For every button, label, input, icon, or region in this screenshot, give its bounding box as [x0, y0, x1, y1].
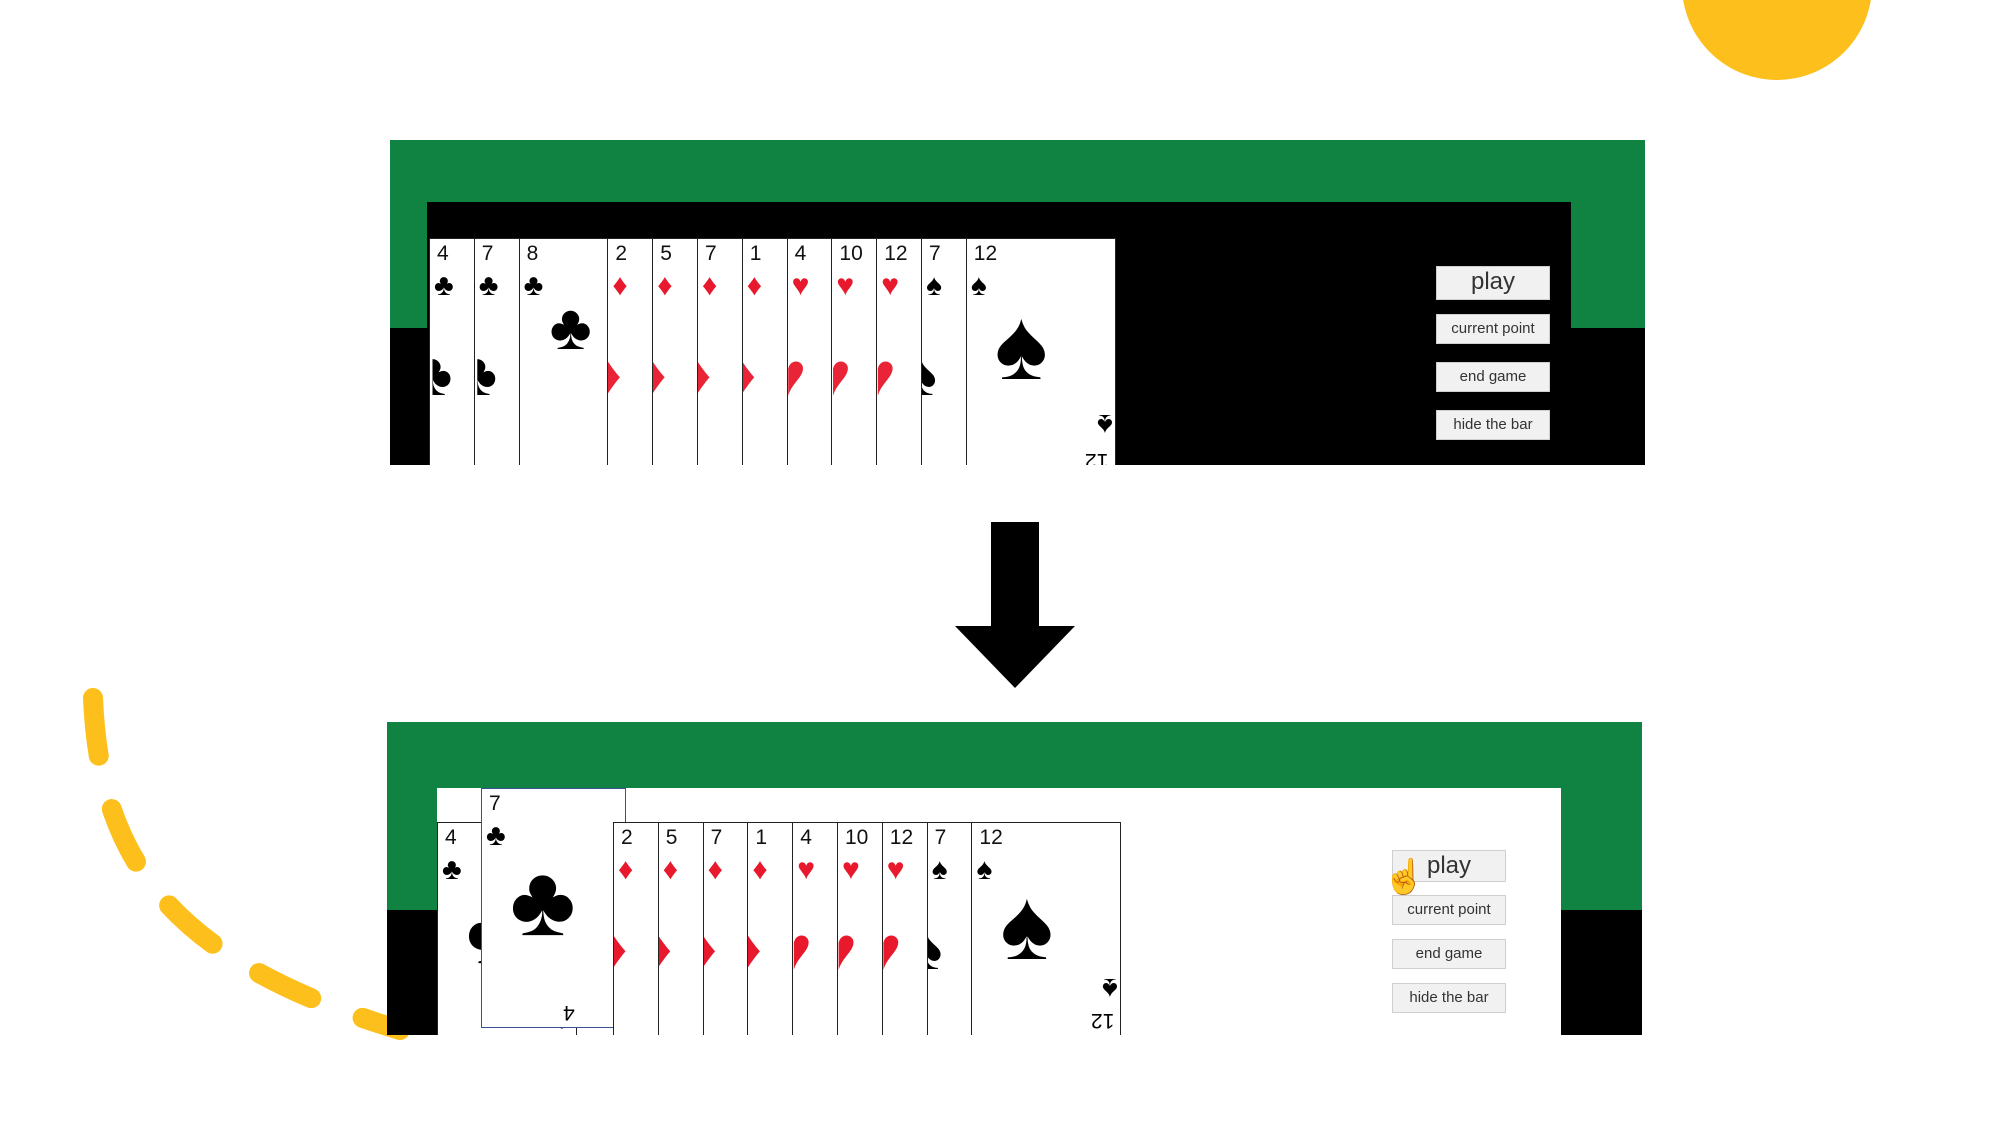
- card-rank: 4: [445, 826, 457, 849]
- card-center-suit-icon: ♦: [608, 345, 621, 405]
- selected-card[interactable]: 7 ♣♣ 4: [481, 788, 626, 1028]
- card-suit-icon: ♥: [842, 853, 860, 886]
- card-suit-icon: ♦: [657, 269, 673, 302]
- card-rank: 10: [839, 242, 863, 265]
- card-center-suit-icon: ♥: [883, 919, 901, 979]
- card-suit-icon: ♦: [746, 269, 763, 302]
- card-center-suit-icon: ♦: [743, 345, 756, 405]
- card-center-suit-icon: ♥: [788, 345, 806, 405]
- card-center-suit-icon: ♦: [653, 345, 666, 405]
- card-suit-icon: ♦: [707, 853, 723, 886]
- card-rank: 2: [615, 242, 628, 265]
- card-rank: 7: [934, 826, 947, 849]
- after-screenshot: 4♣♣♣42♦♦5♦♦7♦♦1♦♦4♥♥10♥♥12♥♥7♠♠12♠♠♠127♣…: [387, 722, 1642, 1035]
- card-center-suit-icon: ♥: [878, 345, 896, 405]
- down-arrow-icon: [955, 522, 1075, 688]
- card-rank: 4: [563, 1001, 575, 1024]
- card-rank: 1: [749, 242, 762, 265]
- card-rank: 2: [621, 826, 633, 849]
- card-rank: 4: [437, 242, 449, 265]
- card-center-suit-icon: ♣: [477, 345, 497, 405]
- card-rank: 7: [705, 242, 717, 265]
- end-game-button[interactable]: end game: [1392, 939, 1506, 969]
- card-suit-icon: ♦: [662, 853, 679, 886]
- hide-bar-button[interactable]: hide the bar: [1392, 983, 1506, 1013]
- card-center-suit-icon: ♣: [433, 345, 453, 405]
- hand-area: 4♣♣7♣♣8♣♣2♦♦5♦♦7♦♦1♦♦4♥♥10♥♥12♥♥7♠♠12♠♠♠…: [427, 202, 1571, 465]
- card-suit-icon: ♠: [1096, 408, 1113, 441]
- card-suit-icon: ♠: [926, 269, 942, 302]
- card-center-suit-icon: ♦: [659, 919, 672, 979]
- card-suit-icon: ♦: [702, 269, 718, 302]
- card-rank: 12: [889, 826, 914, 849]
- hand-area: 4♣♣♣42♦♦5♦♦7♦♦1♦♦4♥♥10♥♥12♥♥7♠♠12♠♠♠127♣…: [437, 788, 1561, 1035]
- card-center-suit-icon: ♥: [839, 919, 857, 979]
- play-button[interactable]: play: [1436, 266, 1550, 300]
- current-point-button[interactable]: current point: [1392, 895, 1506, 925]
- card-center-suit-icon: ♦: [698, 345, 711, 405]
- card-rank: 12: [1091, 1009, 1115, 1032]
- card-center-suit-icon: ♠: [922, 345, 937, 405]
- card-rank: 1: [755, 826, 768, 849]
- hide-bar-button[interactable]: hide the bar: [1436, 410, 1550, 440]
- card-center-suit-icon: ♥: [794, 919, 812, 979]
- card-suit-icon: ♥: [881, 269, 899, 302]
- play-button[interactable]: play: [1392, 850, 1506, 882]
- card-rank: 4: [800, 826, 812, 849]
- hand-pointer-icon: ☝: [1383, 858, 1426, 896]
- card-rank: 5: [665, 826, 678, 849]
- card-rank: 7: [929, 242, 941, 265]
- card-suit-icon: ♥: [797, 853, 815, 886]
- card-center-suit-icon: ♣: [549, 291, 592, 363]
- card-rank: 7: [489, 792, 501, 815]
- card-suit-icon: ♥: [791, 269, 810, 302]
- card-rank: 7: [710, 826, 723, 849]
- card-center-suit-icon: ♠: [1000, 869, 1054, 981]
- card-rank: 10: [845, 826, 869, 849]
- current-point-button[interactable]: current point: [1436, 314, 1550, 344]
- card-center-suit-icon: ♦: [614, 919, 627, 979]
- card-suit-icon: ♥: [886, 853, 905, 886]
- card-suit-icon: ♣: [442, 853, 462, 886]
- card-suit-icon: ♣: [478, 269, 499, 302]
- card-center-suit-icon: ♠: [928, 919, 943, 979]
- card-suit-icon: ♦: [752, 853, 768, 886]
- before-screenshot: 4♣♣7♣♣8♣♣2♦♦5♦♦7♦♦1♦♦4♥♥10♥♥12♥♥7♠♠12♠♠♠…: [390, 140, 1645, 465]
- card-rank: 5: [660, 242, 672, 265]
- card-suit-icon: ♣: [523, 269, 544, 302]
- card-center-suit-icon: ♣: [510, 845, 576, 957]
- playing-card[interactable]: 12♠♠♠12: [971, 822, 1122, 1035]
- card-center-suit-icon: ♥: [833, 345, 851, 405]
- card-rank: 12: [973, 242, 998, 265]
- end-game-button[interactable]: end game: [1436, 362, 1550, 392]
- card-suit-icon: ♠: [970, 269, 987, 302]
- card-center-suit-icon: ♦: [704, 919, 717, 979]
- card-suit-icon: ♦: [618, 853, 634, 886]
- card-rank: 4: [794, 242, 807, 265]
- card-suit-icon: ♠: [976, 853, 993, 886]
- card-suit-icon: ♦: [612, 269, 628, 302]
- card-suit-icon: ♠: [931, 853, 948, 886]
- card-center-suit-icon: ♠: [994, 289, 1048, 401]
- card-rank: 12: [1085, 449, 1109, 465]
- card-rank: 7: [481, 242, 494, 265]
- card-center-suit-icon: ♦: [748, 919, 761, 979]
- card-suit-icon: ♥: [836, 269, 855, 302]
- card-rank: 12: [979, 826, 1003, 849]
- card-suit-icon: ♣: [486, 819, 506, 852]
- card-suit-icon: ♣: [434, 269, 454, 302]
- card-rank: 8: [526, 242, 539, 265]
- card-rank: 12: [884, 242, 908, 265]
- playing-card[interactable]: 12♠♠♠12: [965, 238, 1116, 465]
- card-suit-icon: ♠: [1102, 972, 1119, 1005]
